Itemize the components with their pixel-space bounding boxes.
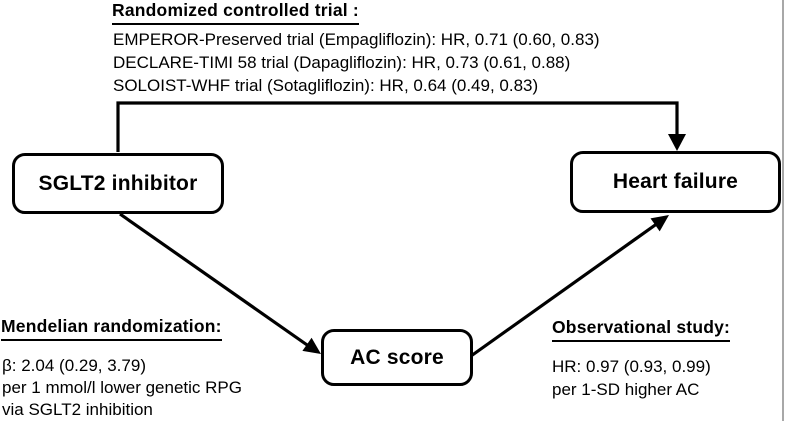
mendelian-line-per-unit: per 1 mmol/l lower genetic RPG [2,378,242,397]
rct-annotation-heading: Randomized controlled trial : [112,0,359,25]
observational-heading-text: Observational study: [552,315,731,342]
right-edge-border [782,0,784,421]
rct-line-declare: DECLARE-TIMI 58 trial (Dapagliflozin): H… [113,53,571,73]
rct-line-emperor: EMPEROR-Preserved trial (Empagliflozin):… [113,30,600,49]
mendelian-annotation-heading: Mendelian randomization: [1,314,222,341]
arrow-exposure-to-outcome-head [668,134,686,151]
rct-annotation-lines: EMPEROR-Preserved trial (Empagliflozin):… [113,28,600,98]
arrow-exposure-to-mediator-line [119,212,311,349]
node-heart-failure: Heart failure [570,151,781,213]
mendelian-annotation-lines: β: 2.04 (0.29, 3.79) per 1 mmol/l lower … [2,355,242,421]
observational-line-hr: HR: 0.97 (0.93, 0.99) [552,357,711,376]
arrow-exposure-to-outcome-line [116,101,679,152]
observational-annotation-heading: Observational study: [552,315,731,342]
arrow-mediator-to-outcome-head [650,215,669,232]
node-ac-score-label: AC score [350,345,444,369]
node-sglt2-inhibitor: SGLT2 inhibitor [12,153,224,214]
observational-line-per-sd: per 1-SD higher AC [552,379,700,399]
node-heart-failure-label: Heart failure [612,170,739,193]
observational-annotation-lines: HR: 0.97 (0.93, 0.99) per 1-SD higher AC [552,356,711,401]
mendelian-line-via: via SGLT2 inhibition [2,400,153,419]
mendelian-line-beta: β: 2.04 (0.29, 3.79) [2,356,146,375]
arrow-mediator-to-outcome-line [470,221,659,358]
node-ac-score: AC score [321,329,473,386]
arrow-exposure-to-mediator-head [302,337,321,354]
mendelian-heading-text: Mendelian randomization: [1,314,222,341]
node-sglt2-inhibitor-label: SGLT2 inhibitor [38,171,198,195]
rct-line-soloist: SOLOIST-WHF trial (Sotagliflozin): HR, 0… [113,76,539,96]
rct-heading-text: Randomized controlled trial : [112,0,359,25]
